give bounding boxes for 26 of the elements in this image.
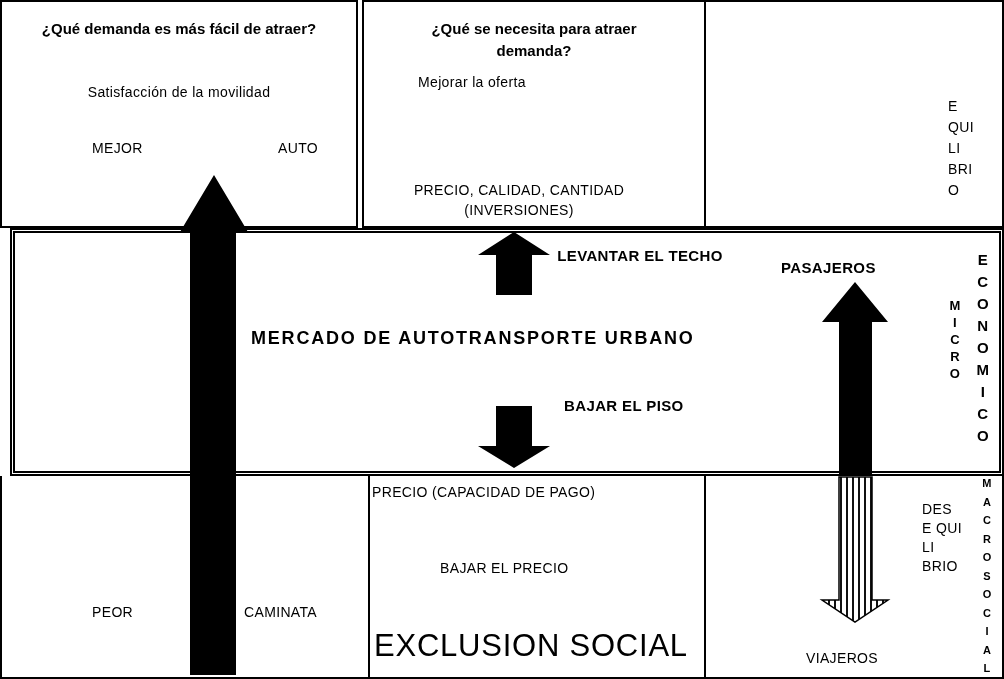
vertical-text: ECONOMICO: [976, 250, 990, 446]
vertical-text: MICRO: [949, 297, 961, 382]
cell-text: PRECIO, CALIDAD, CANTIDAD (INVERSIONES): [412, 181, 626, 220]
question-cell: [0, 0, 358, 228]
vertical-text: MACROSOCIAL: [982, 476, 992, 676]
vertical-text: E QUI LI BRI O: [948, 97, 975, 200]
cell-text: Mejorar la oferta: [418, 73, 526, 92]
band-title: MERCADO DE AUTOTRANSPORTE URBANO: [251, 327, 695, 350]
table-cell: [706, 0, 1004, 228]
cell-text: VIAJEROS: [806, 649, 879, 668]
cell-text: PRECIO (CAPACIDAD DE PAGO): [372, 483, 596, 502]
large-label: EXCLUSION SOCIAL: [374, 627, 688, 665]
cell-text: PEOR: [92, 603, 134, 622]
question-heading: ¿Qué demanda es más fácil de atraer?: [40, 19, 318, 39]
band-text: PASAJEROS: [781, 258, 876, 278]
cell-text: AUTO: [278, 139, 319, 158]
band-text: BAJAR EL PISO: [564, 396, 684, 416]
table-cell: [370, 476, 706, 679]
band-text: LEVANTAR EL TECHO: [556, 246, 724, 266]
cell-text: BAJAR EL PRECIO: [440, 559, 569, 578]
question-cell: [362, 0, 706, 228]
cell-text: Satisfacción de la movilidad: [86, 83, 272, 102]
cell-text: MEJOR: [92, 139, 143, 158]
cell-text: CAMINATA: [244, 603, 318, 622]
vertical-text: DES E QUI LI BRIO: [922, 500, 962, 576]
question-heading: ¿Qué se necesita para atraer demanda?: [430, 19, 638, 61]
